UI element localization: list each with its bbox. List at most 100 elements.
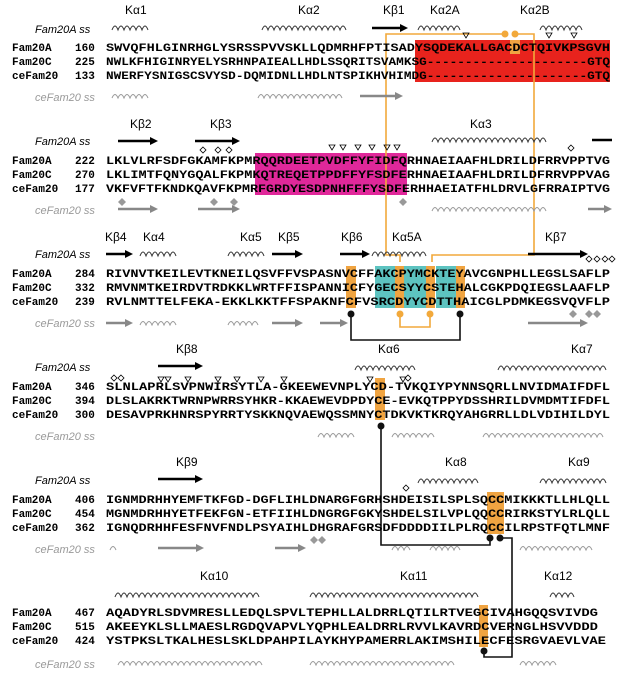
row-seq: VKFVFTFKNDKQAVFKPMRFGRDYESDPNHFFFYSDFERH… [106, 184, 610, 196]
helix-Ka2A [417, 25, 461, 32]
row-start: 346 [75, 382, 95, 394]
dot [496, 534, 504, 542]
helix-Ka3 [431, 137, 547, 144]
row-seq: YSTPKSLTKALHESLSKLDPAHPILAYKHYPAMERRLAKI… [106, 636, 606, 648]
ss-bottom-label: ceFam20 ss [35, 318, 95, 330]
ce-helix [519, 546, 593, 552]
row-seq: NWLKFHIGINRYELYSRHNPAIEALLHDLSSQRITSVAMK… [106, 57, 610, 69]
ce-arrowhead [340, 319, 348, 327]
diamond-marker [404, 374, 412, 382]
feature-label: Kβ9 [176, 455, 198, 469]
row-start: 394 [75, 396, 95, 408]
row-seq: AKEEYKLSLLMAESLRGDQVAPVLYQPHLEALDRRLRVVL… [106, 622, 598, 634]
row-name: Fam20A [12, 269, 52, 281]
ce-arrowhead [298, 544, 306, 552]
feature-label: Kα2B [520, 3, 550, 17]
row-seq: IGNQDRHHFESFNVFNDLPSYAIHLDHGRAFGRSDFDDDD… [106, 523, 610, 535]
row-name: Fam20C [12, 283, 52, 295]
orange-bond-3 [399, 314, 431, 328]
ce-helix [391, 433, 435, 439]
feature-label: Kβ8 [176, 342, 198, 356]
row-seq: RIVNVTKEILEVTKNEILQSVFFVSPASNVCFFAKCPYMC… [106, 269, 610, 281]
ce-helix [109, 546, 117, 551]
helix-Ka9 [539, 478, 607, 485]
ce-arrowhead [395, 92, 403, 100]
feature-label: Kα9 [568, 455, 590, 469]
block-6: Kα10 Kα11 Kα12 Fam20A 467 AQADYRLSDVMRES… [12, 569, 606, 671]
feature-label: Kα12 [544, 569, 573, 583]
ss-top-label: Fam20A ss [35, 136, 91, 148]
gray-diamond [593, 310, 601, 318]
triangle-marker [184, 376, 192, 383]
block-2: Kβ2 Kβ3 Kα3 Fam20A ss Fam20A 222 LKLVLRF… [12, 117, 612, 217]
gray-diamond [318, 536, 326, 544]
triangle-marker [368, 144, 376, 151]
ce-arrowhead [196, 544, 204, 552]
row-name: Fam20A [12, 495, 52, 507]
ss-bottom-label: ceFam20 ss [35, 659, 95, 671]
helix-Ka2B [539, 25, 583, 32]
dot [347, 310, 355, 318]
arrowhead [195, 362, 203, 370]
gray-diamond [569, 310, 577, 318]
ss-bottom-label: ceFam20 ss [35, 205, 95, 217]
gray-diamond [585, 310, 593, 318]
row-name: Fam20C [12, 57, 52, 69]
cys-col-8 [510, 40, 520, 54]
ce-helix [431, 207, 547, 213]
row-seq: LKLVLRFSDFGKAMFKPMRQQRDEETPVDFFYFIDFQRHN… [106, 156, 610, 168]
diamond-marker [601, 255, 609, 263]
triangle-marker [399, 376, 407, 383]
row-name: Fam20A [12, 382, 52, 394]
dot [456, 310, 464, 318]
row-seq: AQADYRLSDVMRESLLEDQLSPVLTEPHLLALDRRLQTIL… [106, 608, 598, 620]
diamond-marker [110, 374, 118, 382]
feature-label: Kβ2 [130, 117, 152, 131]
cys-col-4 [456, 266, 465, 308]
dot [377, 422, 385, 430]
row-seq: SLNLAPRLSVPNWIRSYTLA-GKEEWEVNPLYCD-TVKQI… [106, 382, 610, 394]
diamond-marker [214, 146, 222, 154]
row-name: ceFam20 [12, 636, 58, 648]
block-3: Kβ4 Kα4 Kα5 Kβ5 Kβ6 Kα5A Kβ7 Fam20A ss F… [12, 230, 616, 330]
row-name: Fam20A [12, 43, 52, 55]
feature-label: Kα3 [470, 117, 492, 131]
row-start: 332 [75, 283, 95, 295]
row-seq: SWVQFHLGINRHGLYSRSSPVVSKLLQDMRHFPTISADYS… [106, 43, 610, 55]
diamond-marker [199, 146, 207, 154]
black-bond-1 [350, 314, 461, 341]
black-bond-3 [483, 537, 513, 658]
triangle-marker [339, 144, 347, 151]
cys-col-1 [346, 266, 356, 308]
diamond-marker [567, 144, 575, 152]
ce-helix [227, 321, 259, 327]
row-start: 515 [75, 622, 95, 634]
triangle-marker [383, 144, 391, 151]
row-start: 133 [75, 71, 95, 83]
feature-label: Kβ6 [341, 230, 363, 244]
triangle-marker [157, 376, 165, 383]
row-seq: RVLNMTTELFEKA-EKKLKKTFFSPAKNFCFVSRCDYYCD… [106, 297, 610, 309]
ss-top-label: Fam20A ss [35, 249, 91, 261]
teal-region-2 [436, 266, 456, 308]
gray-diamond [399, 198, 407, 206]
ce-arrowhead [150, 205, 158, 213]
triangle-marker [366, 376, 374, 383]
row-seq: MGNMDRHHYETFEKFGN-ETFIIHLDNGRGFGKYSHDELS… [106, 509, 610, 521]
ss-bottom-label: ceFam20 ss [35, 431, 95, 443]
row-seq: LKLIMTFQNYGQALFKPMKQTREQETPPDFFYFSDFERHN… [106, 170, 610, 182]
helix-Ka12 [549, 592, 575, 599]
helix-Ka1 [111, 25, 149, 32]
row-name: Fam20A [12, 608, 52, 620]
gray-diamond [310, 536, 318, 544]
row-name: Fam20C [12, 622, 52, 634]
row-name: ceFam20 [12, 410, 58, 422]
row-start: 300 [75, 410, 95, 422]
ce-helix [482, 433, 604, 439]
row-start: 160 [75, 43, 95, 55]
row-start: 225 [75, 57, 95, 69]
ce-arrowhead [604, 205, 612, 213]
feature-label: Kα2A [430, 3, 460, 17]
ce-arrowhead [580, 319, 588, 327]
